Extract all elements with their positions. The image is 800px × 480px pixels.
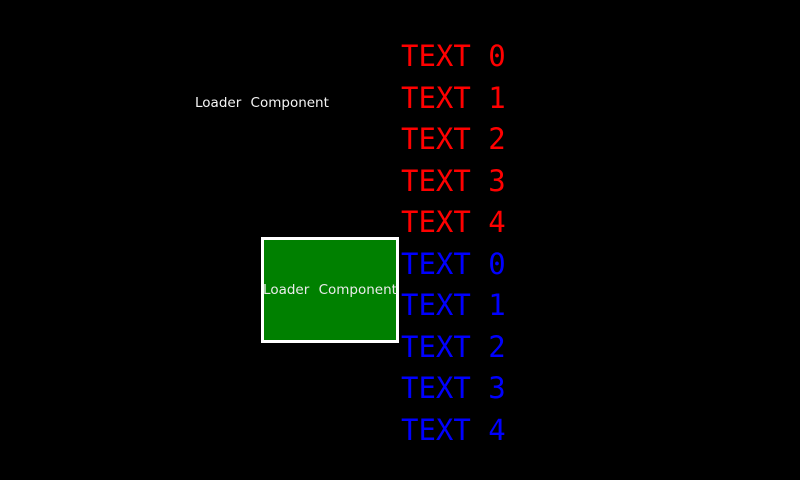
text-list: TEXT 0 TEXT 1 TEXT 2 TEXT 3 TEXT 4 TEXT …	[401, 36, 506, 451]
text-item-blue-3: TEXT 3	[401, 371, 506, 405]
text-item-red-3: TEXT 3	[401, 163, 506, 198]
text-item-blue-0: TEXT 0	[401, 246, 506, 281]
text-item-red-4: TEXT 4	[401, 205, 506, 239]
text-item-red-1: TEXT 1	[401, 80, 506, 115]
loader-component-panel: Loader Component	[261, 237, 399, 343]
text-item-red-0: TEXT 0	[401, 39, 506, 73]
loader-component-label: Loader Component	[195, 95, 329, 111]
text-item-blue-2: TEXT 2	[401, 329, 506, 364]
text-item-red-2: TEXT 2	[401, 122, 506, 156]
text-item-blue-4: TEXT 4	[401, 412, 506, 447]
loader-component-panel-label: Loader Component	[263, 282, 397, 298]
text-item-blue-1: TEXT 1	[401, 288, 506, 322]
